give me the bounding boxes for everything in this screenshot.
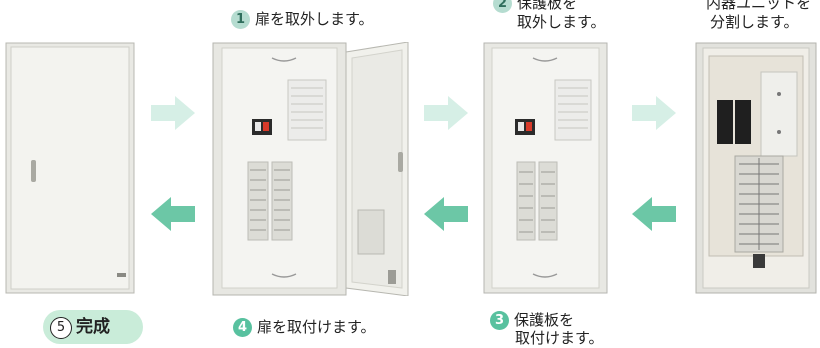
step4-text: 扉を取付けます。 bbox=[257, 318, 376, 336]
step2-line2: 取外します。 bbox=[517, 13, 606, 31]
step2-line1: 保護板を bbox=[517, 0, 578, 12]
step1-number: 1 bbox=[231, 10, 250, 29]
step4-label: 4 扉を取付けます。 bbox=[233, 318, 376, 337]
step2-number: 2 bbox=[493, 0, 512, 13]
step2-label: 2 保護板を bbox=[493, 0, 577, 13]
step1-text: 扉を取外します。 bbox=[255, 10, 374, 28]
step3-label: 3 保護板を bbox=[490, 311, 574, 330]
step1-label: 1 扉を取外します。 bbox=[231, 10, 374, 29]
step3-line1: 保護板を bbox=[514, 311, 575, 329]
arrow-right-icon bbox=[424, 96, 468, 130]
step3-number: 3 bbox=[490, 311, 509, 330]
arrow-left-icon bbox=[151, 197, 195, 231]
step-unit-line2: 分割します。 bbox=[710, 13, 799, 31]
step5-text: 完成 bbox=[76, 317, 110, 337]
arrow-left-icon bbox=[632, 197, 676, 231]
open-door-cabinet-image bbox=[212, 42, 412, 296]
internal-unit-cabinet-image bbox=[695, 42, 817, 294]
arrow-right-icon bbox=[151, 96, 195, 130]
arrow-right-icon bbox=[632, 96, 676, 130]
step-unit-label-line2: 分割します。 bbox=[710, 13, 799, 32]
step-unit-label: 内器ユニットを bbox=[706, 0, 811, 13]
completion-badge: 5 完成 bbox=[43, 310, 143, 344]
step3-label-line2: 取付けます。 bbox=[515, 329, 604, 348]
step4-number: 4 bbox=[233, 318, 252, 337]
step2-label-line2: 取外します。 bbox=[517, 13, 606, 32]
step3-line2: 取付けます。 bbox=[515, 329, 604, 347]
step5-number: 5 bbox=[50, 317, 72, 339]
step-unit-line1: 内器ユニットを bbox=[706, 0, 812, 12]
closed-cabinet-image bbox=[5, 42, 135, 294]
arrow-left-icon bbox=[424, 197, 468, 231]
protective-plate-cabinet-image bbox=[483, 42, 608, 294]
